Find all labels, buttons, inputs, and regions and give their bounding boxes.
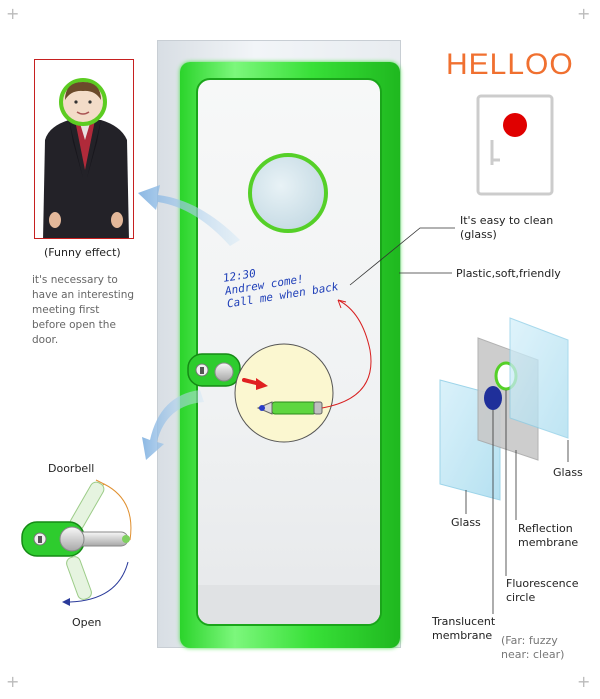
red-dot-icon bbox=[503, 113, 527, 137]
page-title: HELLOO bbox=[446, 48, 574, 81]
left-note-line: it's necessary to bbox=[32, 274, 118, 286]
fuzzy-note-line: (Far: fuzzy bbox=[501, 634, 558, 647]
fluorescence-label: Fluorescence circle bbox=[506, 577, 578, 605]
fuzzy-note-line: near: clear) bbox=[501, 648, 565, 661]
fuzzy-note: (Far: fuzzy near: clear) bbox=[501, 634, 564, 662]
handle-arrow-icon bbox=[142, 390, 204, 460]
crop-mark-bottom-left: + bbox=[6, 672, 20, 691]
crop-mark-top-left: + bbox=[6, 4, 20, 23]
left-note-line: door. bbox=[32, 334, 59, 346]
crop-mark-top-right: + bbox=[577, 4, 591, 23]
left-note-line: have an interesting bbox=[32, 289, 135, 301]
callout-plastic: Plastic,soft,friendly bbox=[456, 267, 561, 280]
translucent-label-line: Translucent bbox=[432, 615, 496, 628]
left-note-line: before open the bbox=[32, 319, 116, 331]
peephole-circle bbox=[248, 153, 328, 233]
zoom-circle bbox=[234, 343, 334, 443]
translucent-label: Translucent membrane bbox=[432, 615, 495, 643]
pen-icon bbox=[256, 401, 323, 415]
photo-caption: (Funny effect) bbox=[44, 246, 121, 259]
left-note-line: meeting first bbox=[32, 304, 100, 316]
door-handle-icon bbox=[187, 353, 241, 387]
translucent-membrane-dot bbox=[484, 386, 502, 410]
translucent-label-line: membrane bbox=[432, 629, 493, 642]
crop-mark-bottom-right: + bbox=[577, 672, 591, 691]
fluorescence-label-line: circle bbox=[506, 591, 536, 604]
doorbell-handle-diagram bbox=[21, 479, 132, 606]
glass-layer-right bbox=[509, 317, 569, 439]
left-note: it's necessary to have an interesting me… bbox=[32, 273, 157, 348]
glass-right-label: Glass bbox=[553, 466, 583, 479]
reflection-label: Reflection membrane bbox=[518, 522, 578, 550]
doorbell-label: Doorbell bbox=[48, 462, 95, 475]
open-label: Open bbox=[72, 616, 102, 629]
reflection-label-line: membrane bbox=[518, 536, 579, 549]
visitor-illustration bbox=[35, 60, 133, 238]
door-bottom-strip bbox=[198, 585, 380, 624]
visitor-photo bbox=[34, 59, 134, 239]
callout-easy-clean: It's easy to clean (glass) bbox=[460, 214, 553, 242]
fluorescence-label-line: Fluorescence bbox=[506, 577, 579, 590]
callout-line: (glass) bbox=[460, 228, 497, 241]
reflection-label-line: Reflection bbox=[518, 522, 573, 535]
glass-left-label: Glass bbox=[451, 516, 481, 529]
callout-line: It's easy to clean bbox=[460, 214, 554, 227]
door-icon bbox=[476, 94, 554, 196]
membrane-layers bbox=[439, 317, 569, 501]
photo-arrow-icon bbox=[138, 185, 240, 246]
